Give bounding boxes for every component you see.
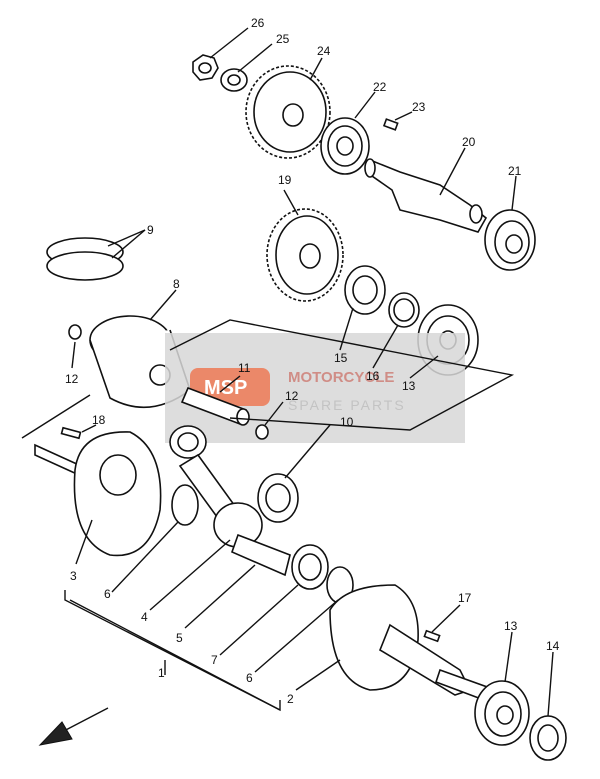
callout-23: 23 [412, 100, 426, 114]
callout-4: 4 [141, 610, 148, 624]
connecting-rod-part [169, 425, 263, 548]
lock-washer-part [220, 68, 248, 92]
balancer-shaft-part [364, 158, 488, 233]
circlip-left-part [68, 324, 82, 340]
callout-2: 2 [287, 692, 294, 706]
bearing-22-part [320, 117, 370, 175]
callout-11: 11 [238, 361, 251, 375]
callout-8: 8 [173, 277, 180, 291]
callout-15: 15 [334, 351, 348, 365]
assembly-outline-upper [169, 319, 515, 431]
bearing-15-part [344, 265, 386, 315]
bearing-7-part [291, 544, 329, 590]
key-part [382, 118, 399, 131]
callout-16: 16 [366, 369, 380, 383]
crank-pin-part [230, 533, 291, 577]
callout-24: 24 [317, 44, 331, 58]
callout-13-lower: 13 [504, 619, 518, 633]
bearing-13-lower-part [474, 680, 530, 746]
callout-labels: 26 25 24 22 23 20 21 19 9 8 12 15 16 13 … [65, 16, 560, 706]
callout-6-left: 6 [104, 587, 111, 601]
nut-part [192, 54, 219, 81]
callout-20: 20 [462, 135, 476, 149]
callout-12-right: 12 [285, 389, 299, 403]
callout-14: 14 [546, 639, 560, 653]
callout-26: 26 [251, 16, 265, 30]
assembly-outline-lower [21, 394, 91, 439]
bush-16-part [388, 292, 420, 328]
callout-19: 19 [278, 173, 292, 187]
bracket-line-main [64, 590, 281, 712]
primary-gear-part [245, 65, 331, 159]
callout-5: 5 [176, 631, 183, 645]
front-direction-arrow [38, 707, 109, 746]
callout-21: 21 [508, 164, 522, 178]
callout-10: 10 [340, 415, 354, 429]
key-17-part [423, 629, 441, 643]
callout-9: 9 [147, 223, 154, 237]
callout-3: 3 [70, 569, 77, 583]
callout-12-left: 12 [65, 372, 79, 386]
callout-22: 22 [373, 80, 387, 94]
leader-lines [71, 27, 554, 717]
callout-13-upper: 13 [402, 379, 416, 393]
callout-18: 18 [92, 413, 106, 427]
crank-right-part [329, 584, 492, 702]
callout-7: 7 [211, 653, 218, 667]
piston-rings-part [46, 237, 124, 281]
watermark-panel: MSP MOTORCYCLE SPARE PARTS [165, 333, 465, 443]
callout-17: 17 [458, 591, 472, 605]
crank-left-part [34, 431, 162, 557]
oil-seal-part [529, 715, 567, 761]
callout-25: 25 [276, 32, 290, 46]
needle-bearing-part [257, 473, 299, 523]
callout-6-right: 6 [246, 671, 253, 685]
bearing-21-part [484, 209, 536, 271]
piston-pin-part [180, 386, 250, 426]
watermark-subtitle: SPARE PARTS [288, 397, 406, 413]
circlip-right-part [255, 424, 269, 440]
key-18-part [60, 426, 82, 440]
callout-1: 1 [158, 666, 165, 680]
washer-6a-part [171, 484, 199, 526]
balancer-gear-part [266, 208, 344, 302]
watermark-title: MOTORCYCLE [288, 369, 394, 386]
